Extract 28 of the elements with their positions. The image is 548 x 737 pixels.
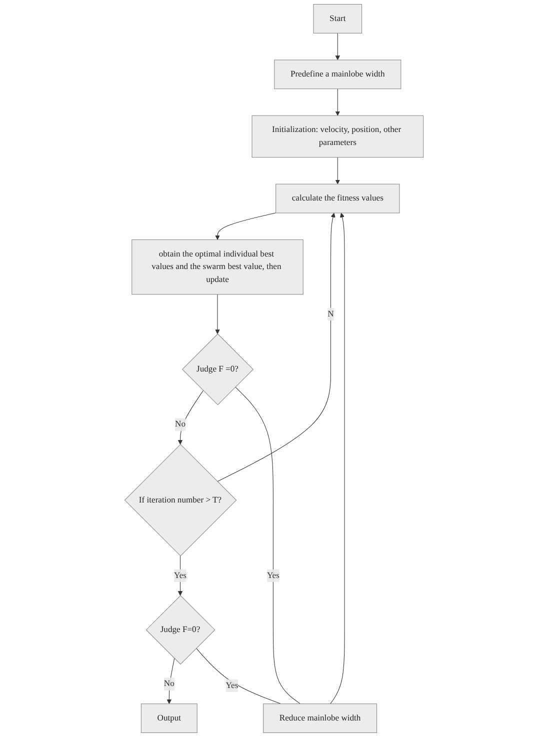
node-diamond: Judge F=0?	[146, 595, 216, 665]
node-box: Output	[140, 704, 198, 733]
arrow	[178, 390, 204, 445]
node-box: calculate the fitness values	[276, 184, 400, 214]
arrow	[330, 212, 345, 704]
arrow	[166, 658, 175, 704]
node-box: obtain the optimal individual best values and the swarm best value, then update	[132, 239, 304, 295]
arrow	[178, 556, 183, 596]
arrow	[335, 157, 340, 184]
connector	[235, 386, 301, 704]
arrow	[217, 212, 336, 482]
node-box: Start	[313, 4, 362, 34]
arrow	[335, 32, 340, 60]
edge-label: Yes	[266, 570, 280, 580]
edge-label: Yes	[174, 570, 186, 580]
node-box: Reduce mainlobe width	[263, 704, 378, 733]
arrow	[215, 212, 276, 240]
node-box: Predefine a mainlobe width	[274, 60, 402, 90]
edge-label: No	[175, 420, 186, 429]
node-diamond: Judge F =0?	[182, 334, 254, 406]
connector	[196, 648, 282, 704]
edge-label: Yes	[226, 680, 238, 690]
node-box: Initialization: velocity, position, other parameters	[252, 115, 424, 158]
arrow	[335, 88, 340, 116]
node-diamond: If iteration number > T?	[124, 444, 237, 556]
arrow	[215, 294, 220, 334]
edge-label: No	[164, 679, 174, 688]
edge-label: N	[328, 309, 334, 318]
